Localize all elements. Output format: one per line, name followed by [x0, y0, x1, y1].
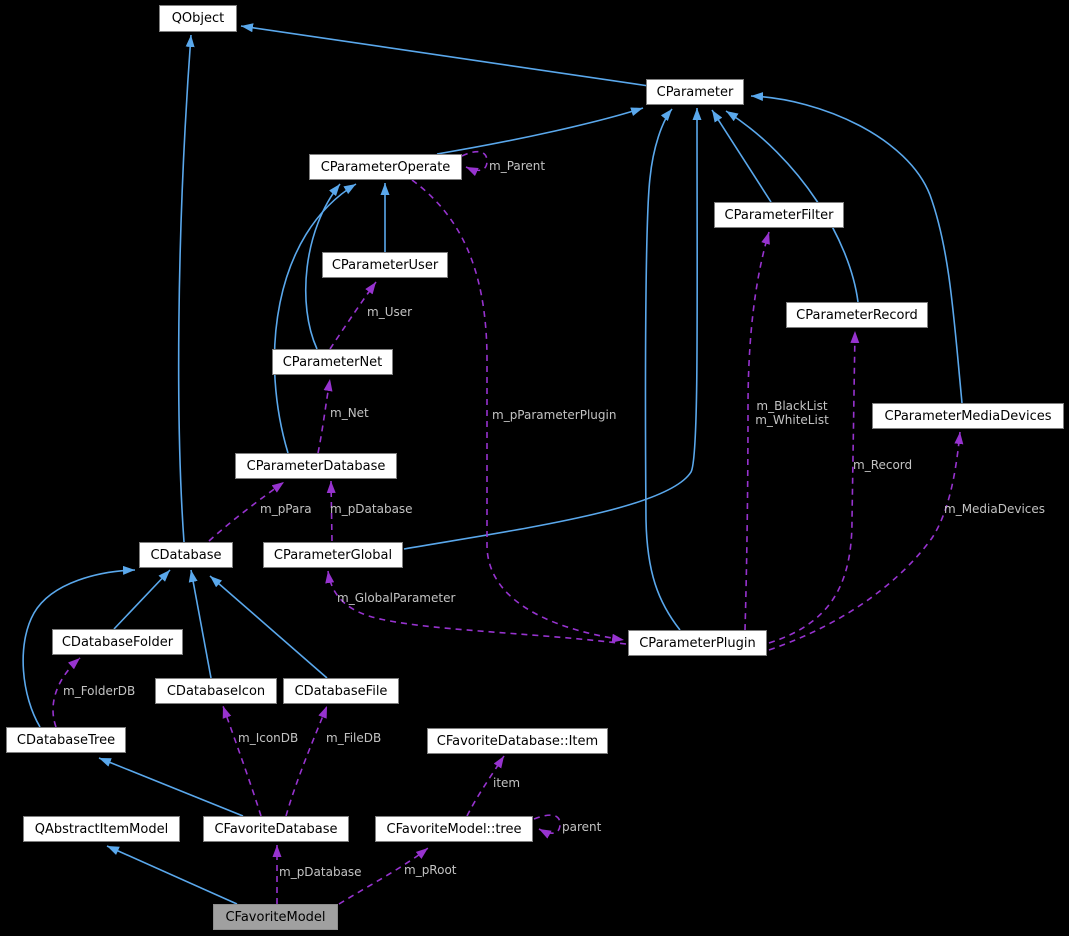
node-CParameterGlobal[interactable]: CParameterGlobal — [263, 542, 403, 568]
node-CDatabaseFile[interactable]: CDatabaseFile — [283, 678, 399, 704]
node-CParameterRecord[interactable]: CParameterRecord — [786, 302, 928, 328]
edge-CDatabase-to-QObject — [177, 34, 195, 543]
edge-m_pParameterPlugin — [411, 179, 625, 643]
edge-CFavoriteModel-to-QAbstractItemModel — [106, 845, 238, 905]
node-CParameterUser[interactable]: CParameterUser — [322, 252, 448, 278]
edge-CParameterFilter-to-CParameter — [711, 109, 772, 203]
node-CParameterMediaDevices[interactable]: CParameterMediaDevices — [872, 403, 1064, 429]
edge-m_GlobalParameter — [325, 570, 627, 645]
edge-label-parent: parent — [562, 820, 602, 834]
node-CFavoriteDatabase[interactable]: CFavoriteDatabase — [203, 816, 349, 842]
edge-m_FileDB — [285, 705, 328, 817]
edge-CParameterDatabase-to-CParameterOperate — [273, 183, 357, 454]
edge-CFavoriteModelTree-self-parent — [533, 814, 561, 839]
edge-m_pRoot — [338, 847, 429, 905]
edge-m_MediaDevices — [768, 431, 964, 651]
node-CParameterOperate[interactable]: CParameterOperate — [309, 154, 462, 180]
edge-label-m_GlobalParameter: m_GlobalParameter — [337, 591, 456, 605]
edge-label-m_User: m_User — [367, 305, 413, 319]
node-CParameter[interactable]: CParameter — [646, 79, 744, 105]
node-CFavoriteDatabase-Item[interactable]: CFavoriteDatabase::Item — [427, 728, 608, 754]
node-CDatabaseIcon[interactable]: CDatabaseIcon — [155, 678, 277, 704]
edge-item — [466, 755, 505, 817]
edge-label-m_FileDB: m_FileDB — [326, 731, 382, 745]
edge-CFavoriteDatabase-to-CDatabaseTree — [98, 757, 244, 817]
node-CFavoriteModel[interactable]: CFavoriteModel — [213, 904, 338, 930]
node-CDatabase[interactable]: CDatabase — [139, 542, 233, 568]
edge-CDatabaseIcon-to-CDatabase — [188, 569, 212, 679]
edge-m_IconDB — [222, 705, 262, 817]
edge-CParameterOperate-to-CParameter — [436, 107, 644, 155]
edge-label-m_IconDB: m_IconDB — [238, 731, 299, 745]
edge-label-m_pParameterPlugin: m_pParameterPlugin — [492, 408, 617, 422]
edge-label-item: item — [493, 776, 521, 790]
edge-label-m_Record: m_Record — [853, 458, 913, 472]
edge-label-m_FolderDB: m_FolderDB — [63, 684, 136, 698]
edge-CParameterPlugin-to-CParameter — [644, 108, 681, 631]
edge-label-m_Net: m_Net — [330, 406, 369, 420]
node-CParameterDatabase[interactable]: CParameterDatabase — [235, 453, 397, 479]
edge-m_pPara — [208, 481, 285, 542]
edge-CParameterNet-to-CParameterOperate — [304, 183, 341, 350]
node-CParameterPlugin[interactable]: CParameterPlugin — [628, 630, 767, 656]
edge-CParameterRecord-to-CParameter — [725, 110, 859, 303]
edge-CParameterOperate-self-m_Parent — [461, 150, 488, 177]
edge-label-m_pDatabase-top: m_pDatabase — [330, 502, 413, 516]
edge-m_Net — [317, 378, 333, 454]
edge-m_Record — [768, 330, 860, 644]
edge-label-m_Parent: m_Parent — [489, 159, 546, 173]
node-CFavoriteModel-tree[interactable]: CFavoriteModel::tree — [375, 816, 533, 842]
edge-label-m_pPara: m_pPara — [260, 502, 312, 516]
edge-CDatabaseTree-to-CDatabase — [22, 565, 136, 728]
node-CDatabaseTree[interactable]: CDatabaseTree — [6, 727, 126, 753]
edge-CParameter-to-QObject — [240, 23, 650, 87]
edge-CParameterMediaDevices-to-CParameter — [750, 92, 963, 404]
node-QObject[interactable]: QObject — [159, 5, 237, 32]
edge-CDatabaseFolder-to-CDatabase — [113, 569, 171, 630]
node-QAbstractItemModel[interactable]: QAbstractItemModel — [23, 816, 180, 842]
edge-m_FolderDB — [52, 657, 81, 728]
edge-label-m_BlackList-m_WhiteList: m_BlackList m_WhiteList — [755, 399, 829, 427]
edge-CParameterGlobal-to-CParameter — [403, 107, 702, 550]
node-CDatabaseFolder[interactable]: CDatabaseFolder — [52, 629, 183, 655]
edge-label-m_MediaDevices: m_MediaDevices — [944, 502, 1046, 516]
node-CParameterNet[interactable]: CParameterNet — [272, 349, 393, 375]
edge-m_BlackList-m_WhiteList — [744, 231, 770, 631]
edge-label-m_pRoot: m_pRoot — [404, 863, 457, 877]
node-CParameterFilter[interactable]: CParameterFilter — [714, 202, 844, 228]
edge-label-m_pDatabase-bottom: m_pDatabase — [279, 865, 362, 879]
edge-CDatabaseFile-to-CDatabase — [209, 575, 328, 679]
